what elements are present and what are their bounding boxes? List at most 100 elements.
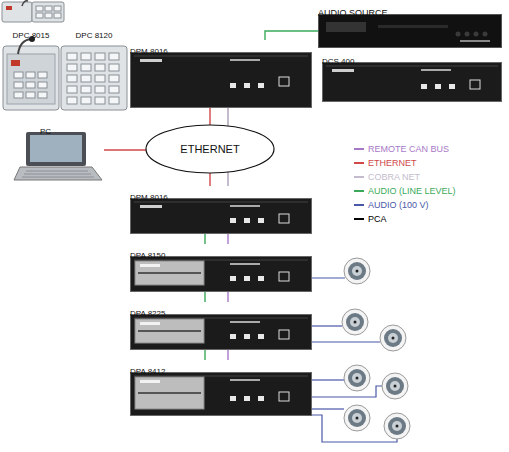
- network-outline: [146, 125, 274, 173]
- microphone-head: [29, 36, 35, 42]
- mic-panel-body: [3, 46, 59, 110]
- device-node: DCS 400: [322, 50, 502, 102]
- indicator: [230, 83, 236, 88]
- speaker-icon: [382, 373, 408, 399]
- amp-slot: [138, 272, 201, 274]
- player-body: [319, 15, 502, 48]
- device-drawing: [130, 198, 312, 234]
- device-node: DPM 8016: [130, 40, 312, 108]
- signal-connector: [104, 149, 146, 150]
- device-drawing: [2, 36, 60, 112]
- laptop-lid: [26, 132, 86, 166]
- panel-key: [67, 75, 77, 82]
- device-label: DPM 8016: [130, 192, 168, 204]
- player-button: [465, 32, 470, 37]
- rack-body: [131, 257, 312, 292]
- legend-swatch: [354, 148, 364, 150]
- panel-key: [95, 86, 105, 93]
- model-plate: [230, 321, 260, 323]
- legend-text: AUDIO (LINE LEVEL): [368, 186, 456, 196]
- panel-key: [45, 6, 52, 11]
- panel-key: [109, 53, 119, 60]
- speaker-wire: [312, 277, 345, 278]
- panel-key: [95, 53, 105, 60]
- panel-key: [81, 86, 91, 93]
- panel-key: [36, 13, 43, 18]
- player-button: [483, 32, 488, 37]
- device-drawing: [130, 256, 312, 292]
- panel-face: [7, 54, 55, 104]
- legend-text: REMOTE CAN BUS: [368, 144, 449, 154]
- device-label: DPC 8015: [13, 30, 50, 42]
- indicator: [421, 84, 427, 89]
- signal-connector: [227, 292, 228, 302]
- panel-key: [67, 97, 77, 104]
- speaker-icon: [380, 325, 406, 351]
- indicator: [230, 396, 236, 401]
- mic-panel: [2, 2, 32, 22]
- panel-key: [14, 72, 23, 78]
- device-node: DPA 8225: [130, 302, 312, 350]
- device-drawing: [318, 14, 502, 48]
- panel-key: [38, 82, 47, 88]
- device-label: AUDIO SOURCE: [318, 7, 388, 19]
- panel-key: [38, 72, 47, 78]
- indicator: [258, 218, 264, 223]
- panel-button: [6, 6, 12, 10]
- panel-key: [81, 97, 91, 104]
- legend-row: COBRA NET: [354, 170, 456, 184]
- indicator: [230, 218, 236, 223]
- disc-slot: [378, 25, 448, 28]
- panel-key: [54, 6, 61, 11]
- front-port: [279, 77, 289, 86]
- signal-connector: [209, 173, 210, 186]
- player-display: [326, 22, 366, 32]
- model-plate: [230, 205, 260, 207]
- front-port: [279, 214, 289, 223]
- device-drawing: [130, 52, 312, 108]
- network-ellipse: ETHERNET: [145, 124, 275, 174]
- device-drawing: [322, 62, 502, 102]
- indicator: [244, 218, 250, 223]
- panel-key: [26, 72, 35, 78]
- rack-body: [131, 53, 312, 108]
- brand-logo: [140, 322, 160, 325]
- brand-logo: [140, 380, 160, 383]
- rack-trim: [134, 55, 308, 57]
- device-node: DPA 8150: [130, 244, 312, 292]
- device-node: DPC 8120: [60, 24, 128, 112]
- signal-connector: [227, 234, 228, 244]
- signal-connector: [227, 108, 229, 126]
- legend-swatch: [354, 176, 364, 178]
- panel-key: [67, 86, 77, 93]
- device-drawing: [130, 314, 312, 350]
- amp-panel: [135, 377, 204, 409]
- amp-panel: [135, 319, 204, 343]
- legend-swatch: [354, 162, 364, 164]
- microphone: [22, 1, 28, 6]
- legend-swatch: [354, 204, 364, 206]
- legend-row: REMOTE CAN BUS: [354, 142, 456, 156]
- signal-connector: [209, 108, 210, 125]
- amp-panel: [135, 261, 204, 285]
- panel-key: [95, 75, 105, 82]
- panel-key: [67, 53, 77, 60]
- indicator: [244, 334, 250, 339]
- device-label: PC: [14, 126, 51, 138]
- front-port: [279, 272, 289, 281]
- speaker-icon: [342, 309, 368, 335]
- rack-body: [131, 199, 312, 234]
- legend-row: AUDIO (LINE LEVEL): [354, 184, 456, 198]
- panel-key: [109, 97, 119, 104]
- signal-connector: [204, 234, 205, 244]
- microphone: [18, 39, 31, 54]
- keypad-panel: [32, 2, 64, 22]
- laptop-keys: [22, 171, 94, 177]
- amp-slot: [138, 392, 201, 394]
- speaker-wire: [312, 379, 344, 380]
- panel-key: [81, 53, 91, 60]
- panel-key: [36, 6, 43, 11]
- device-label: DPA 8150: [130, 250, 165, 262]
- legend-row: AUDIO (100 V): [354, 198, 456, 212]
